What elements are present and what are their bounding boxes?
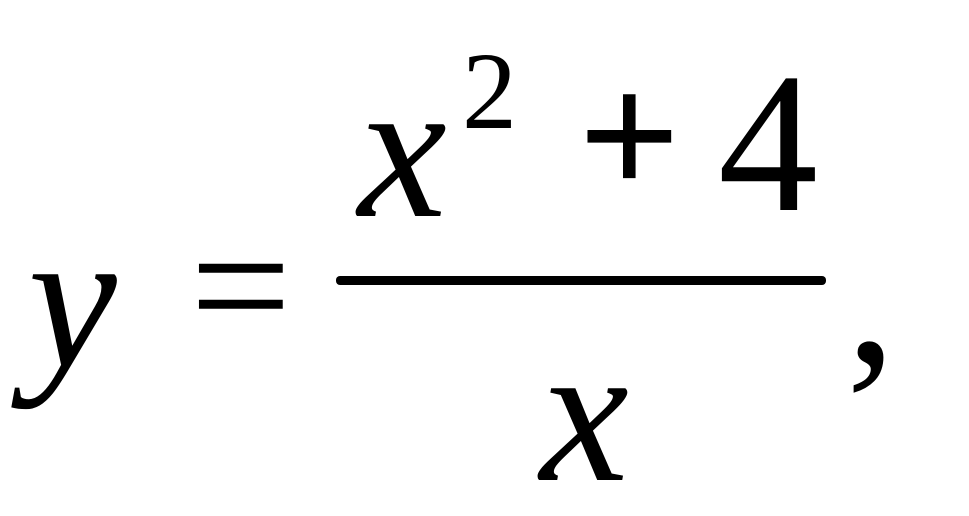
fraction-bar [336, 276, 826, 285]
numerator-constant: 4 [718, 33, 818, 254]
numerator-variable: x [358, 39, 447, 260]
equals-sign: = [190, 186, 292, 385]
denominator-variable: x [540, 303, 629, 516]
numerator-exponent: 2 [462, 30, 517, 152]
trailing-comma: , [846, 185, 896, 406]
numerator-plus-operator: + [578, 36, 681, 235]
lhs-variable: y [28, 189, 117, 410]
